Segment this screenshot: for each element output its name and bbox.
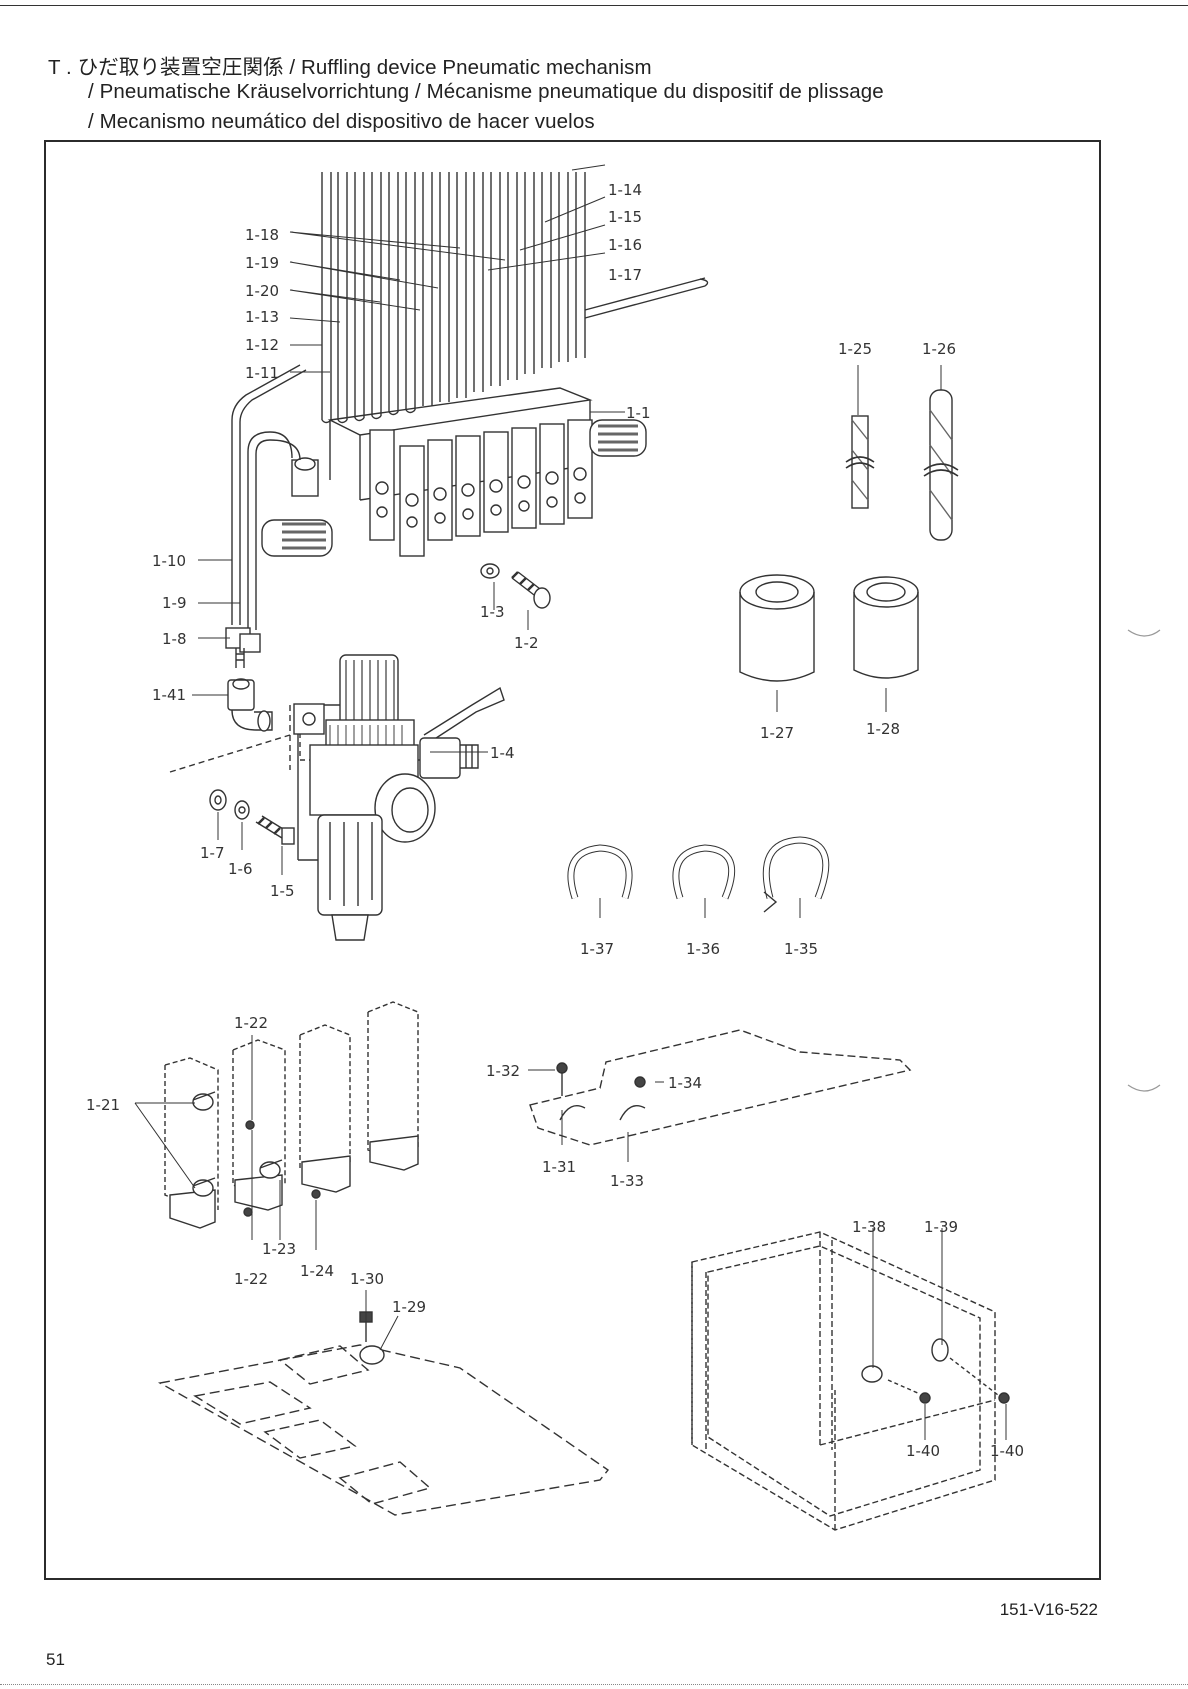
label-1-21: 1-21 bbox=[86, 1096, 120, 1114]
label-1-24: 1-24 bbox=[300, 1262, 334, 1280]
label-1-22-bottom: 1-22 bbox=[234, 1270, 268, 1288]
diagram-frame bbox=[44, 140, 1101, 1580]
leader-lines bbox=[134, 164, 1007, 1440]
label-1-40-left: 1-40 bbox=[906, 1442, 940, 1460]
stand-frame-clamps bbox=[861, 1338, 1010, 1404]
label-1-12: 1-12 bbox=[245, 336, 279, 354]
elbow-fitting bbox=[227, 678, 273, 732]
label-1-23: 1-23 bbox=[262, 1240, 296, 1258]
label-1-36: 1-36 bbox=[686, 940, 720, 958]
label-1-28: 1-28 bbox=[866, 720, 900, 738]
label-1-13: 1-13 bbox=[245, 308, 279, 326]
label-1-22-top: 1-22 bbox=[234, 1014, 268, 1032]
catalog-code: 151-V16-522 bbox=[999, 1600, 1098, 1619]
air-hoses bbox=[225, 364, 307, 668]
label-1-2: 1-2 bbox=[514, 634, 539, 652]
filter-regulator bbox=[293, 654, 505, 941]
binding-marks bbox=[1127, 629, 1161, 1092]
label-1-40-right: 1-40 bbox=[990, 1442, 1024, 1460]
label-1-8: 1-8 bbox=[162, 630, 187, 648]
solenoid-manifold bbox=[261, 387, 647, 557]
label-1-14: 1-14 bbox=[608, 181, 642, 199]
plate-1-31 bbox=[529, 1029, 912, 1146]
label-1-16: 1-16 bbox=[608, 236, 642, 254]
label-1-7: 1-7 bbox=[200, 844, 225, 862]
page-title-spanish: / Mecanismo neumático del dispositivo de… bbox=[88, 110, 595, 133]
label-1-20: 1-20 bbox=[245, 282, 279, 300]
label-1-6: 1-6 bbox=[228, 860, 253, 878]
base-plate bbox=[157, 1344, 610, 1516]
valve-bases bbox=[169, 1135, 419, 1229]
label-1-4: 1-4 bbox=[490, 744, 515, 762]
top-rule bbox=[0, 5, 1188, 6]
hose-clips bbox=[567, 836, 830, 913]
label-1-35: 1-35 bbox=[784, 940, 818, 958]
label-1-27: 1-27 bbox=[760, 724, 794, 742]
filter-mount-hardware bbox=[209, 789, 295, 845]
air-tubes-bundle bbox=[321, 172, 709, 424]
label-1-5: 1-5 bbox=[270, 882, 295, 900]
stand-frame bbox=[691, 1231, 996, 1531]
label-1-18: 1-18 bbox=[245, 226, 279, 244]
rods bbox=[845, 389, 959, 541]
base-plate-clamp bbox=[359, 1311, 385, 1365]
label-1-15: 1-15 bbox=[608, 208, 642, 226]
label-1-34: 1-34 bbox=[668, 1074, 702, 1092]
part-labels: 1-14 1-15 1-16 1-17 1-18 1-19 1-20 1-13 … bbox=[86, 181, 1024, 1460]
label-1-17: 1-17 bbox=[608, 266, 642, 284]
page-number: 51 bbox=[46, 1650, 65, 1669]
label-1-19: 1-19 bbox=[245, 254, 279, 272]
label-1-29: 1-29 bbox=[392, 1298, 426, 1316]
bottom-rule bbox=[0, 1684, 1188, 1685]
page-title-german-french: / Pneumatische Kräuselvorrichtung / Méca… bbox=[88, 80, 884, 103]
label-1-3: 1-3 bbox=[480, 603, 505, 621]
label-1-41: 1-41 bbox=[152, 686, 186, 704]
label-1-1: 1-1 bbox=[626, 404, 651, 422]
label-1-11: 1-11 bbox=[245, 364, 279, 382]
label-1-30: 1-30 bbox=[350, 1270, 384, 1288]
manifold-screw bbox=[480, 563, 551, 609]
label-1-38: 1-38 bbox=[852, 1218, 886, 1236]
page-title: T . ひだ取り装置空圧関係 / Ruffling device Pneumat… bbox=[48, 56, 652, 79]
label-1-37: 1-37 bbox=[580, 940, 614, 958]
label-1-9: 1-9 bbox=[162, 594, 187, 612]
collars bbox=[739, 574, 919, 682]
label-1-10: 1-10 bbox=[152, 552, 186, 570]
label-1-25: 1-25 bbox=[838, 340, 872, 358]
label-1-26: 1-26 bbox=[922, 340, 956, 358]
label-1-33: 1-33 bbox=[610, 1172, 644, 1190]
label-1-32: 1-32 bbox=[486, 1062, 520, 1080]
label-1-31: 1-31 bbox=[542, 1158, 576, 1176]
label-1-39: 1-39 bbox=[924, 1218, 958, 1236]
